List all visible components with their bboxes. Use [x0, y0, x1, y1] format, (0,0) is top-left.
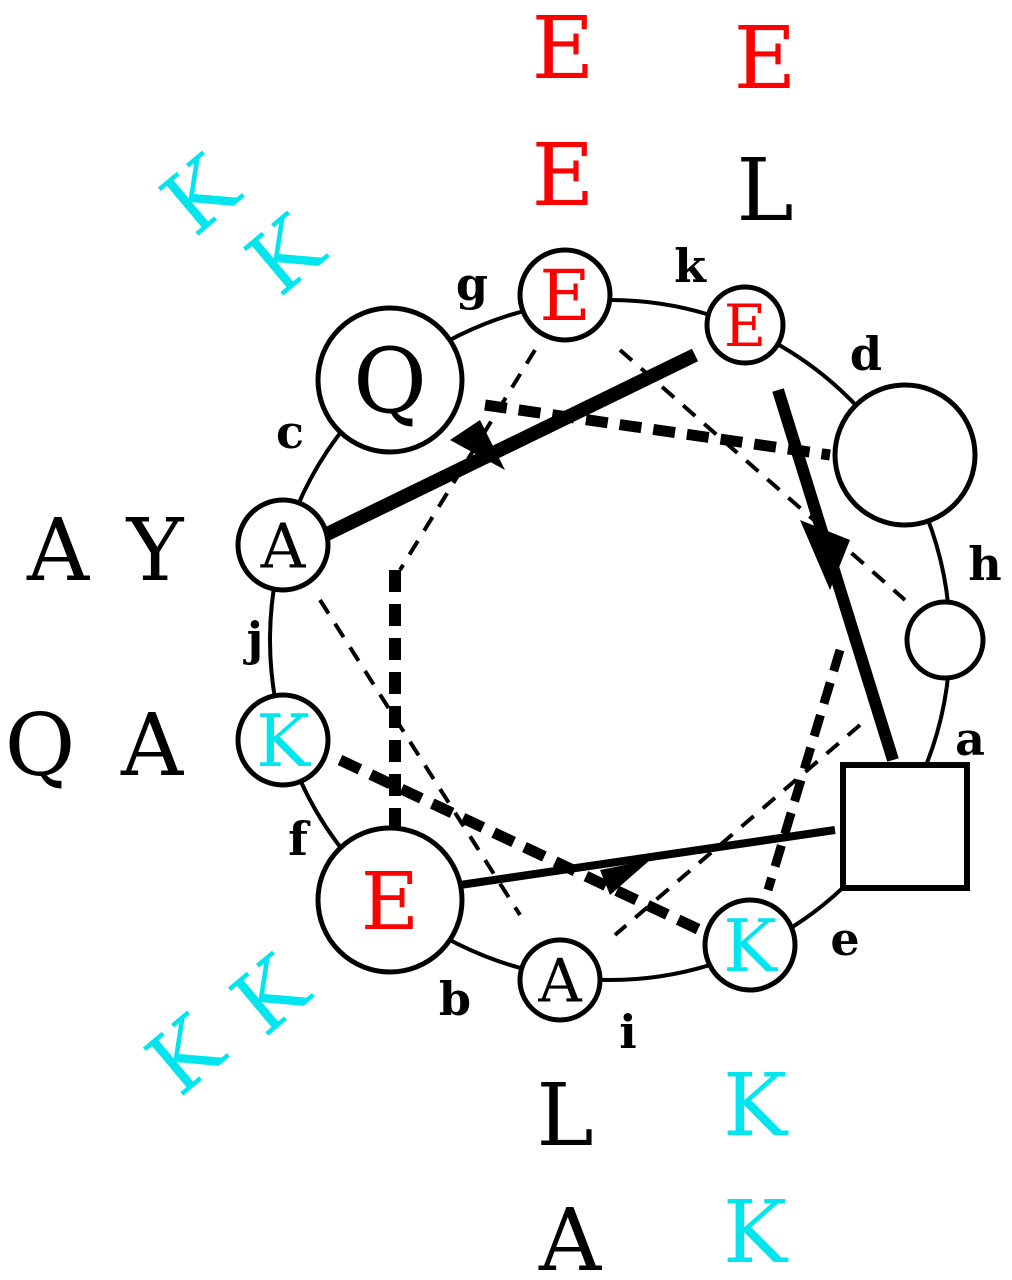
residue-b: E: [361, 855, 419, 948]
position-d-circle: [832, 382, 978, 528]
position-j-circle: [235, 497, 331, 593]
position-g-circle: [517, 247, 613, 343]
position-label-g: g: [456, 257, 488, 311]
outer-residue-k-2: L: [736, 141, 793, 241]
solid-connection-line: [459, 826, 836, 889]
outer-residue-f-1: Q: [5, 696, 76, 796]
dashed-connection-line: [618, 348, 907, 602]
outer-residue-f-2: A: [120, 696, 184, 796]
position-a-square: [840, 762, 970, 891]
position-label-b: b: [439, 972, 471, 1026]
residue-f: K: [256, 699, 311, 783]
solid-connection-line: [321, 348, 699, 542]
outer-residue-g-1: E: [532, 0, 595, 99]
residue-c: Q: [353, 329, 427, 434]
position-label-h: h: [968, 537, 1001, 591]
outer-residue-e-2: K: [723, 1183, 789, 1280]
outer-residue-k-1: E: [734, 9, 797, 109]
residue-g: E: [539, 255, 590, 337]
residue-j: A: [260, 509, 307, 582]
position-label-e: e: [830, 912, 859, 966]
position-h-circle: [904, 599, 986, 681]
position-label-a: a: [955, 712, 985, 766]
dashed-connection-line: [398, 348, 537, 572]
position-b-circle: [315, 825, 465, 975]
position-c-circle: [315, 305, 465, 455]
outer-residue-i-1: L: [536, 1066, 593, 1166]
position-label-j: j: [243, 612, 264, 666]
residue-k: E: [724, 292, 766, 360]
outer-residue-b-1: K: [129, 996, 244, 1115]
outer-residue-b-2: K: [214, 936, 329, 1055]
position-label-d: d: [850, 327, 882, 381]
outer-residue-e-1: K: [723, 1056, 789, 1156]
dashed-connection-line: [318, 598, 522, 917]
position-f-circle: [235, 692, 331, 788]
position-label-i: i: [619, 1005, 636, 1059]
arrow-head: [800, 520, 850, 590]
position-e-circle: [702, 897, 798, 993]
outer-residue-i-2: A: [538, 1191, 602, 1280]
residue-e: K: [723, 904, 778, 988]
outer-residue-j-2: Y: [126, 501, 185, 601]
dashed-connection-line: [484, 399, 831, 461]
position-label-f: f: [288, 812, 311, 866]
position-i-circle: [517, 937, 603, 1023]
position-label-c: c: [276, 405, 304, 459]
arrow-head: [600, 860, 650, 895]
outer-residue-j-1: A: [26, 501, 90, 601]
outer-residue-g-2: E: [532, 126, 595, 226]
residue-i: A: [537, 947, 582, 1017]
position-k-circle: [704, 284, 786, 366]
dashed-connection-line: [763, 648, 845, 892]
arrow-head: [450, 420, 505, 470]
position-label-k: k: [674, 239, 707, 293]
